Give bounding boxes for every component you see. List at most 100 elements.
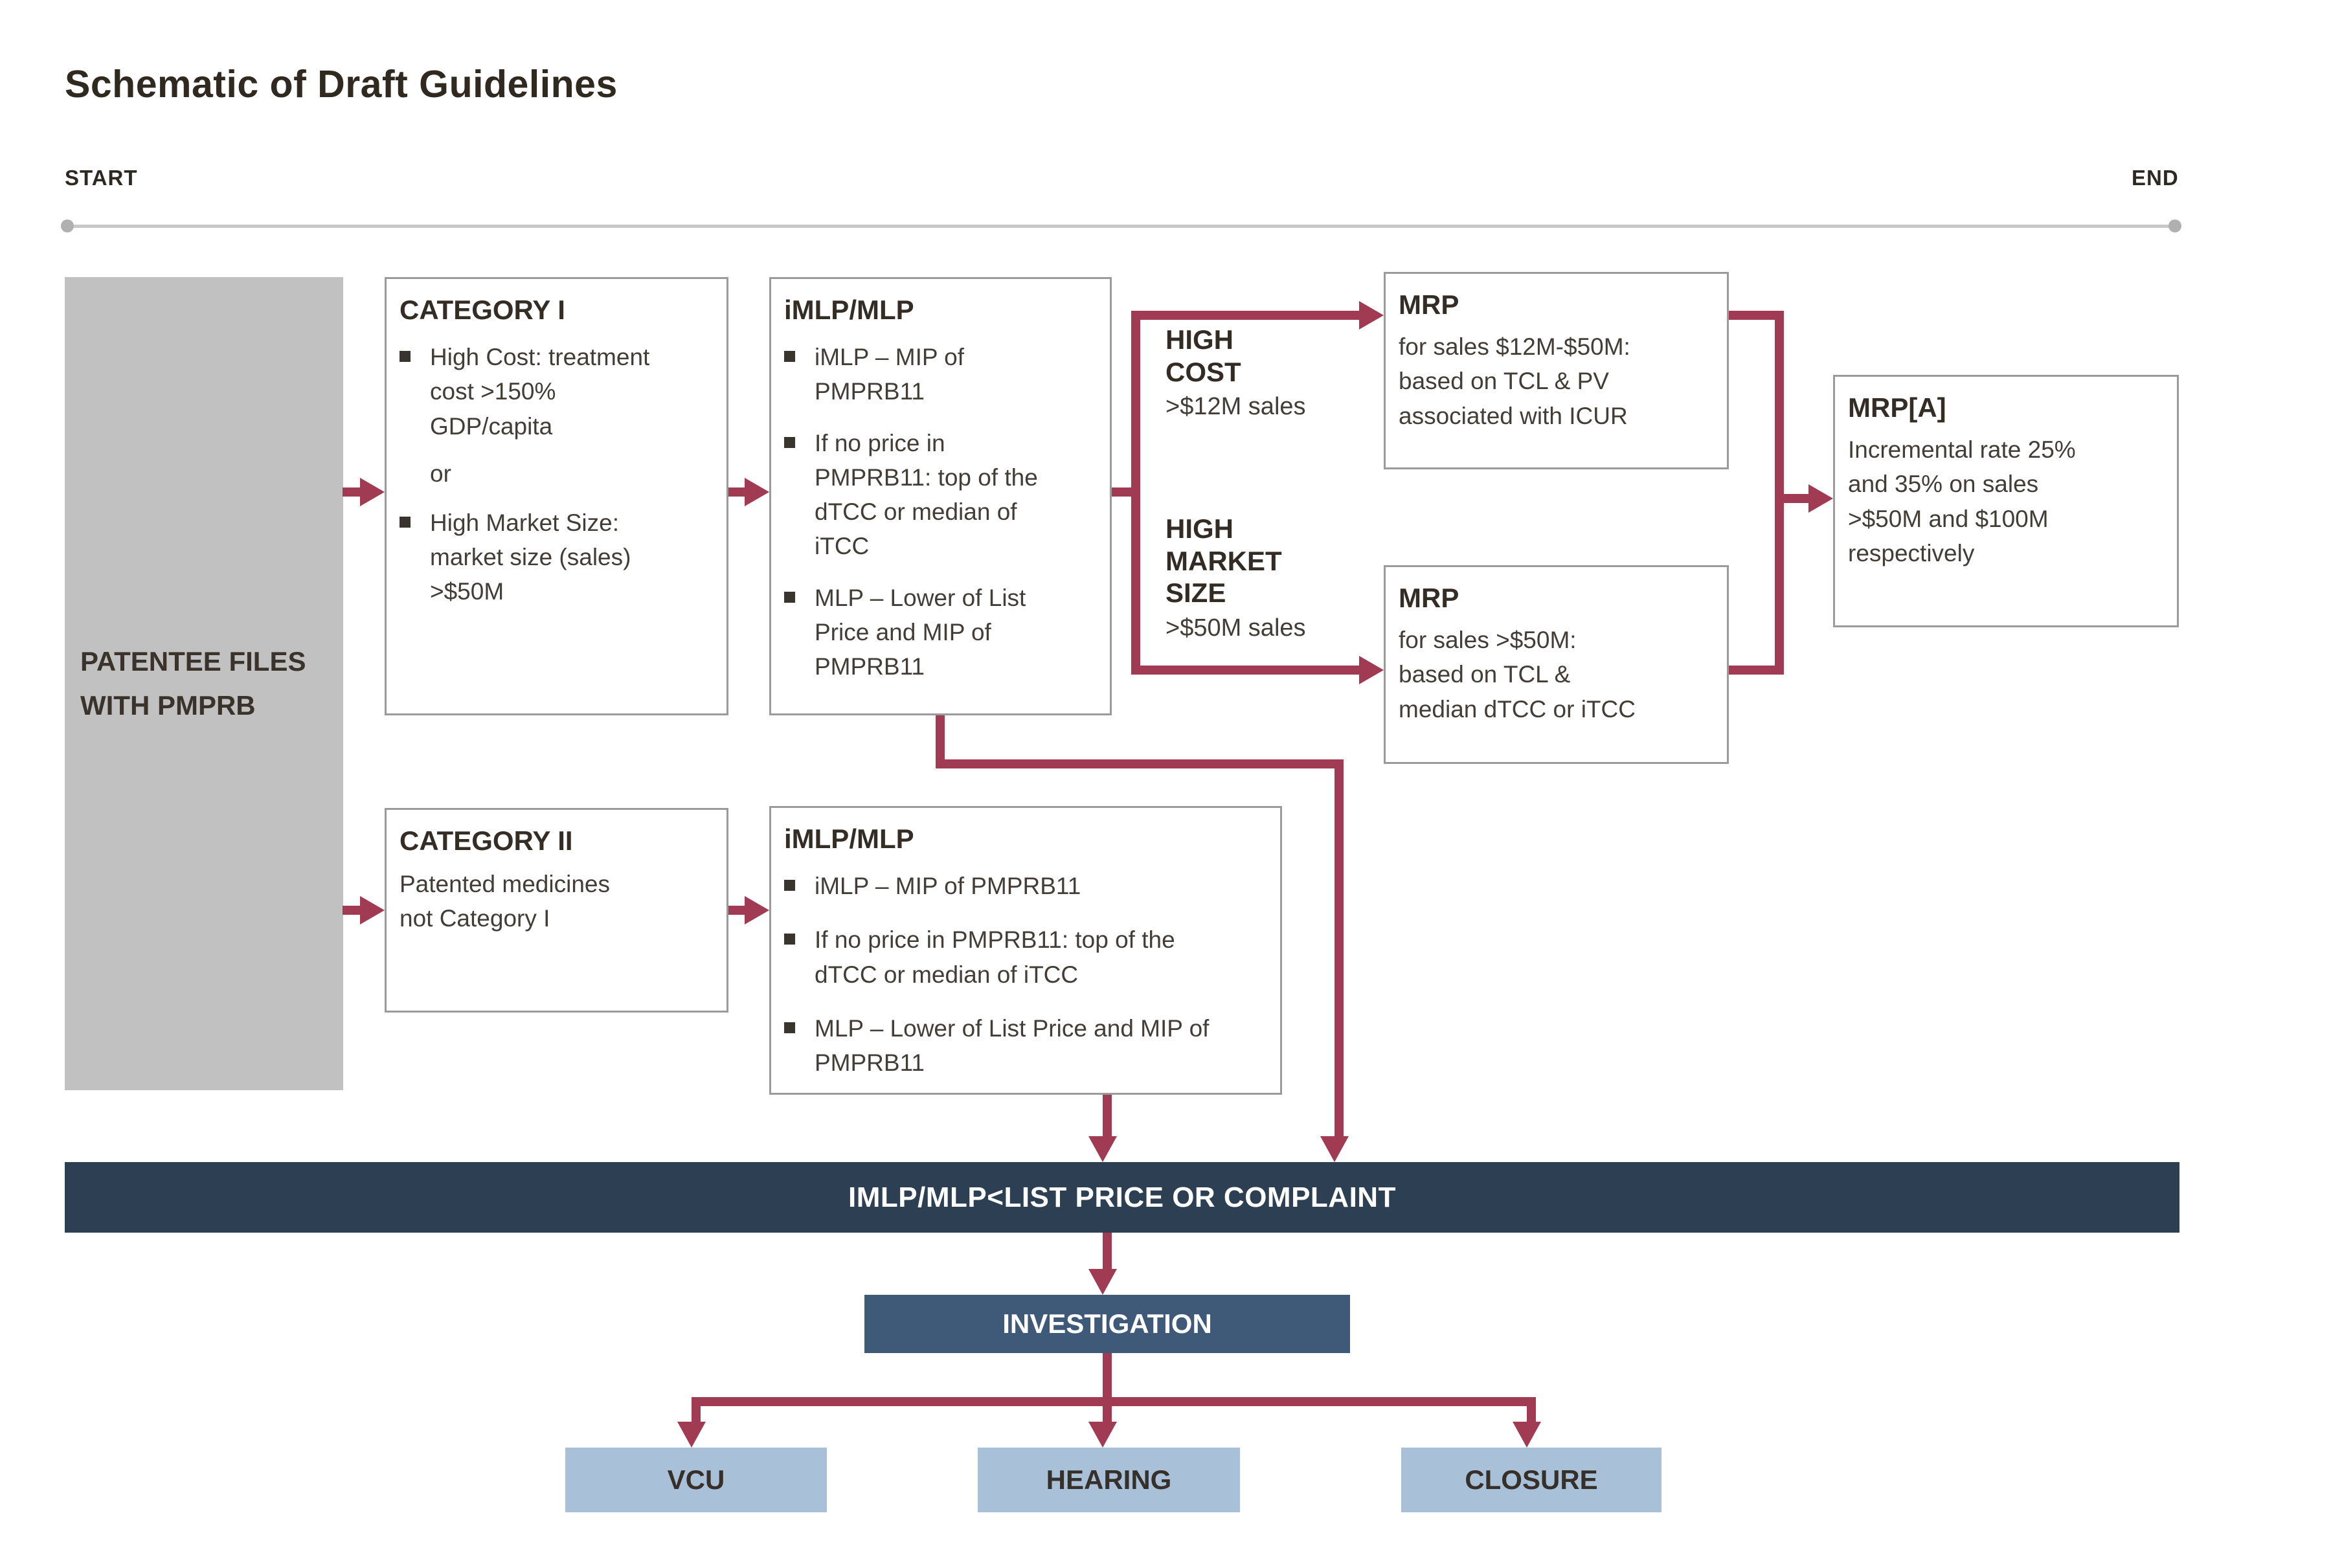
- node-closure: CLOSURE: [1401, 1448, 1661, 1512]
- bullet-square-icon: [784, 880, 795, 891]
- timeline-line: [67, 225, 2178, 228]
- mrp-a-title: MRP[A]: [1848, 392, 1946, 423]
- node-mrp-a: MRP[A] Incremental rate 25% and 35% on s…: [1833, 375, 2179, 627]
- mrp-a-body: Incremental rate 25% and 35% on sales >$…: [1848, 436, 2076, 566]
- category-2-title: CATEGORY II: [400, 825, 573, 856]
- connector-category2-imlp: [728, 906, 746, 915]
- connector-outcome-distributor: [692, 1397, 1536, 1406]
- arrowhead-right-icon: [1359, 656, 1384, 684]
- node-mrp-mid-sales: MRP for sales $12M-$50M: based on TCL & …: [1384, 272, 1729, 469]
- node-imlp-mlp-top: iMLP/MLP iMLP – MIP of PMPRB11 If no pri…: [769, 277, 1112, 715]
- investigation-label: INVESTIGATION: [1002, 1308, 1212, 1339]
- bullet-square-icon: [784, 1022, 795, 1033]
- connector-patentee-category2: [343, 906, 361, 915]
- high-cost-sub: >$12M sales: [1166, 393, 1306, 421]
- category-2-body: Patented medicines not Category I: [400, 871, 610, 932]
- page-title: Schematic of Draft Guidelines: [65, 63, 618, 106]
- node-hearing: HEARING: [978, 1448, 1240, 1512]
- branch-label-high-market: HIGH MARKET SIZE >$50M sales: [1166, 513, 1340, 642]
- timeline-start-label: START: [65, 166, 138, 190]
- node-category-1: CATEGORY I High Cost: treatment cost >15…: [385, 277, 728, 715]
- bullet-square-icon: [784, 934, 795, 945]
- arrowhead-down-icon: [677, 1422, 706, 1448]
- patentee-label: PATENTEE FILES WITH PMPRB: [80, 645, 306, 721]
- branch-label-high-cost: HIGH COST >$12M sales: [1166, 324, 1314, 421]
- connector-mrp-high-stub: [1729, 666, 1784, 675]
- list-item: If no price in PMPRB11: top of the dTCC …: [784, 426, 1093, 564]
- connector-investigation-drop: [1103, 1353, 1112, 1406]
- connector-imlp-top-drop: [936, 715, 945, 768]
- closure-label: CLOSURE: [1465, 1464, 1598, 1495]
- node-investigation: INVESTIGATION: [864, 1295, 1350, 1353]
- category-1-title: CATEGORY I: [400, 295, 565, 325]
- mrp-mid-body: for sales $12M-$50M: based on TCL & PV a…: [1399, 333, 1630, 429]
- mrp-mid-title: MRP: [1399, 289, 1459, 320]
- hearing-label: HEARING: [1046, 1464, 1172, 1495]
- arrowhead-right-icon: [745, 896, 769, 924]
- connector-imlp-bottom-to-bar: [1103, 1095, 1112, 1136]
- node-mrp-high-sales: MRP for sales >$50M: based on TCL & medi…: [1384, 565, 1729, 764]
- list-item: High Cost: treatment cost >150% GDP/capi…: [400, 340, 710, 443]
- node-vcu: VCU: [565, 1448, 827, 1512]
- connector-patentee-category1: [343, 487, 361, 497]
- arrowhead-right-icon: [745, 478, 769, 506]
- connector-mrp-join-trunk: [1775, 311, 1784, 675]
- connector-high-cost-arm: [1131, 311, 1359, 320]
- list-item: MLP – Lower of List Price and MIP of PMP…: [784, 581, 1093, 684]
- high-cost-title: HIGH COST: [1166, 324, 1241, 387]
- connector-imlp-top-to-bar: [1334, 759, 1344, 1136]
- imlp-top-bullet: iMLP – MIP of PMPRB11: [815, 344, 965, 405]
- category-1-bullet: High Cost: treatment cost >150% GDP/capi…: [430, 344, 650, 440]
- arrowhead-right-icon: [1359, 301, 1384, 330]
- connector-drop-closure: [1527, 1397, 1536, 1423]
- timeline-end-dot-icon: [2168, 219, 2181, 232]
- node-imlp-mlp-bottom: iMLP/MLP iMLP – MIP of PMPRB11 If no pri…: [769, 806, 1282, 1095]
- connector-drop-vcu: [692, 1397, 701, 1423]
- connector-split-trunk: [1131, 311, 1140, 675]
- bullet-square-icon: [784, 351, 795, 362]
- high-market-title: HIGH MARKET SIZE: [1166, 513, 1282, 609]
- list-item: iMLP – MIP of PMPRB11: [784, 340, 1093, 409]
- node-complaint-bar: IMLP/MLP<LIST PRICE OR COMPLAINT: [65, 1162, 2179, 1233]
- bullet-square-icon: [784, 591, 795, 603]
- mrp-high-title: MRP: [1399, 583, 1459, 613]
- timeline-start-dot-icon: [61, 219, 74, 232]
- arrowhead-right-icon: [360, 896, 385, 924]
- connector-high-market-arm: [1131, 666, 1359, 675]
- imlp-bottom-title: iMLP/MLP: [784, 823, 914, 854]
- connector-category1-imlp: [728, 487, 746, 497]
- imlp-bottom-bullet: MLP – Lower of List Price and MIP of PMP…: [815, 1014, 1210, 1077]
- connector-mrp-a-arm: [1775, 494, 1808, 503]
- imlp-top-bullet: If no price in PMPRB11: top of the dTCC …: [815, 429, 1038, 560]
- connector-mrp-mid-stub: [1729, 311, 1784, 320]
- connector-bar-investigation: [1103, 1233, 1112, 1269]
- bullet-square-icon: [784, 436, 795, 448]
- connector-imlp-top-across: [936, 759, 1344, 768]
- arrowhead-down-icon: [1513, 1422, 1541, 1448]
- category-1-bullet: High Market Size: market size (sales) >$…: [430, 509, 631, 605]
- list-item: If no price in PMPRB11: top of the dTCC …: [784, 923, 1263, 992]
- complaint-bar-label: IMLP/MLP<LIST PRICE OR COMPLAINT: [848, 1181, 1396, 1213]
- arrowhead-down-icon: [1088, 1136, 1117, 1162]
- arrowhead-down-icon: [1088, 1422, 1117, 1448]
- imlp-top-title: iMLP/MLP: [784, 295, 914, 325]
- bullet-square-icon: [400, 516, 411, 528]
- arrowhead-right-icon: [360, 478, 385, 506]
- imlp-bottom-bullet: iMLP – MIP of PMPRB11: [815, 873, 1081, 899]
- imlp-bottom-bullet: If no price in PMPRB11: top of the dTCC …: [815, 926, 1175, 988]
- connector-drop-hearing: [1103, 1397, 1112, 1423]
- node-patentee-files: PATENTEE FILES WITH PMPRB: [65, 277, 343, 1090]
- timeline-end-label: END: [2132, 166, 2179, 190]
- list-item: High Market Size: market size (sales) >$…: [400, 506, 710, 609]
- list-item: iMLP – MIP of PMPRB11: [784, 869, 1263, 903]
- arrowhead-down-icon: [1088, 1269, 1117, 1295]
- node-category-2: CATEGORY II Patented medicines not Categ…: [385, 808, 728, 1013]
- imlp-top-bullet: MLP – Lower of List Price and MIP of PMP…: [815, 584, 1026, 680]
- list-item: MLP – Lower of List Price and MIP of PMP…: [784, 1011, 1263, 1081]
- high-market-sub: >$50M sales: [1166, 614, 1306, 642]
- vcu-label: VCU: [667, 1464, 725, 1495]
- bullet-square-icon: [400, 351, 411, 362]
- arrowhead-down-icon: [1320, 1136, 1349, 1162]
- mrp-high-body: for sales >$50M: based on TCL & median d…: [1399, 627, 1636, 722]
- category-1-joiner: or: [430, 460, 451, 487]
